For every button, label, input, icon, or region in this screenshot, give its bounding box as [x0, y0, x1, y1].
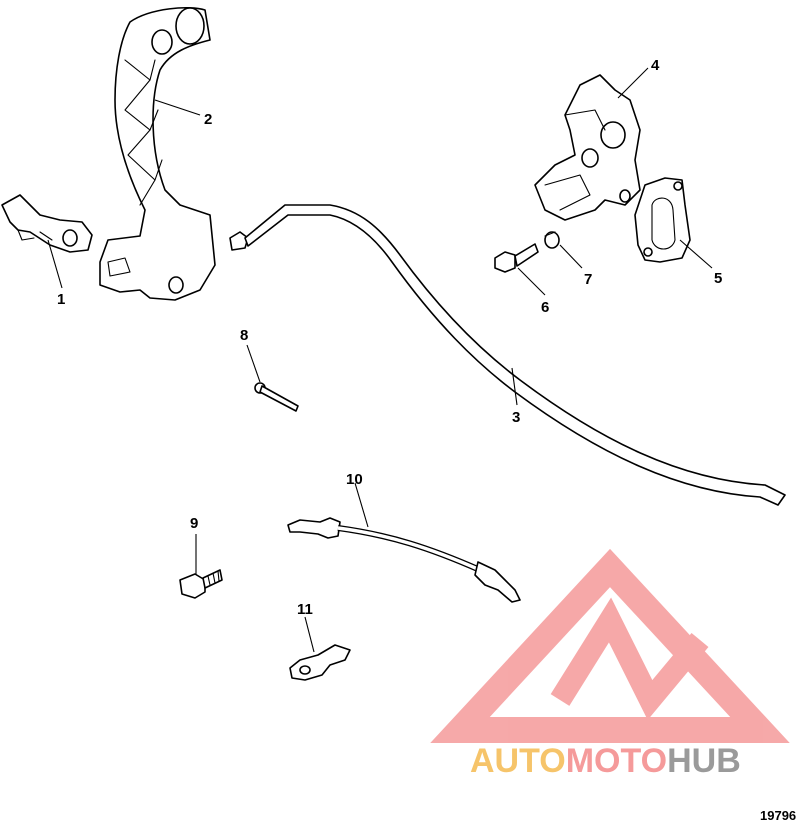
callout-3: 3	[512, 409, 520, 426]
part-10-cable	[287, 517, 521, 603]
callout-1: 1	[57, 291, 65, 308]
callout-8: 8	[240, 327, 248, 344]
watermark-logo	[430, 548, 790, 743]
part-3-rod	[229, 204, 786, 506]
callout-4: 4	[651, 57, 660, 74]
leader-lines	[47, 67, 713, 653]
part-11-ground-tab	[289, 644, 351, 681]
reference-number: 19796	[760, 808, 796, 823]
callout-5: 5	[714, 270, 722, 287]
part-9-screw	[179, 569, 223, 599]
callout-9: 9	[190, 515, 198, 532]
callout-6: 6	[541, 299, 549, 316]
callout-7: 7	[584, 271, 592, 288]
callouts: 1 2 3 4 5 6 7 8 9 10 11	[57, 57, 722, 618]
part-4-bracket-assembly	[534, 74, 641, 221]
watermark-hub: HUB	[667, 742, 741, 780]
part-6-bolt	[494, 243, 539, 273]
callout-10: 10	[346, 471, 363, 488]
watermark-text: AUTOMOTOHUB	[470, 742, 741, 780]
part-5-gasket	[634, 177, 691, 263]
part-7-bushing	[544, 231, 560, 249]
callout-11: 11	[297, 601, 313, 618]
watermark-auto: AUTO	[470, 742, 566, 780]
part-2-pedal-arm	[99, 6, 216, 301]
part-1-bracket	[1, 194, 93, 253]
callout-2: 2	[204, 111, 212, 128]
part-8-pin	[254, 382, 299, 412]
watermark-moto: MOTO	[566, 742, 667, 780]
